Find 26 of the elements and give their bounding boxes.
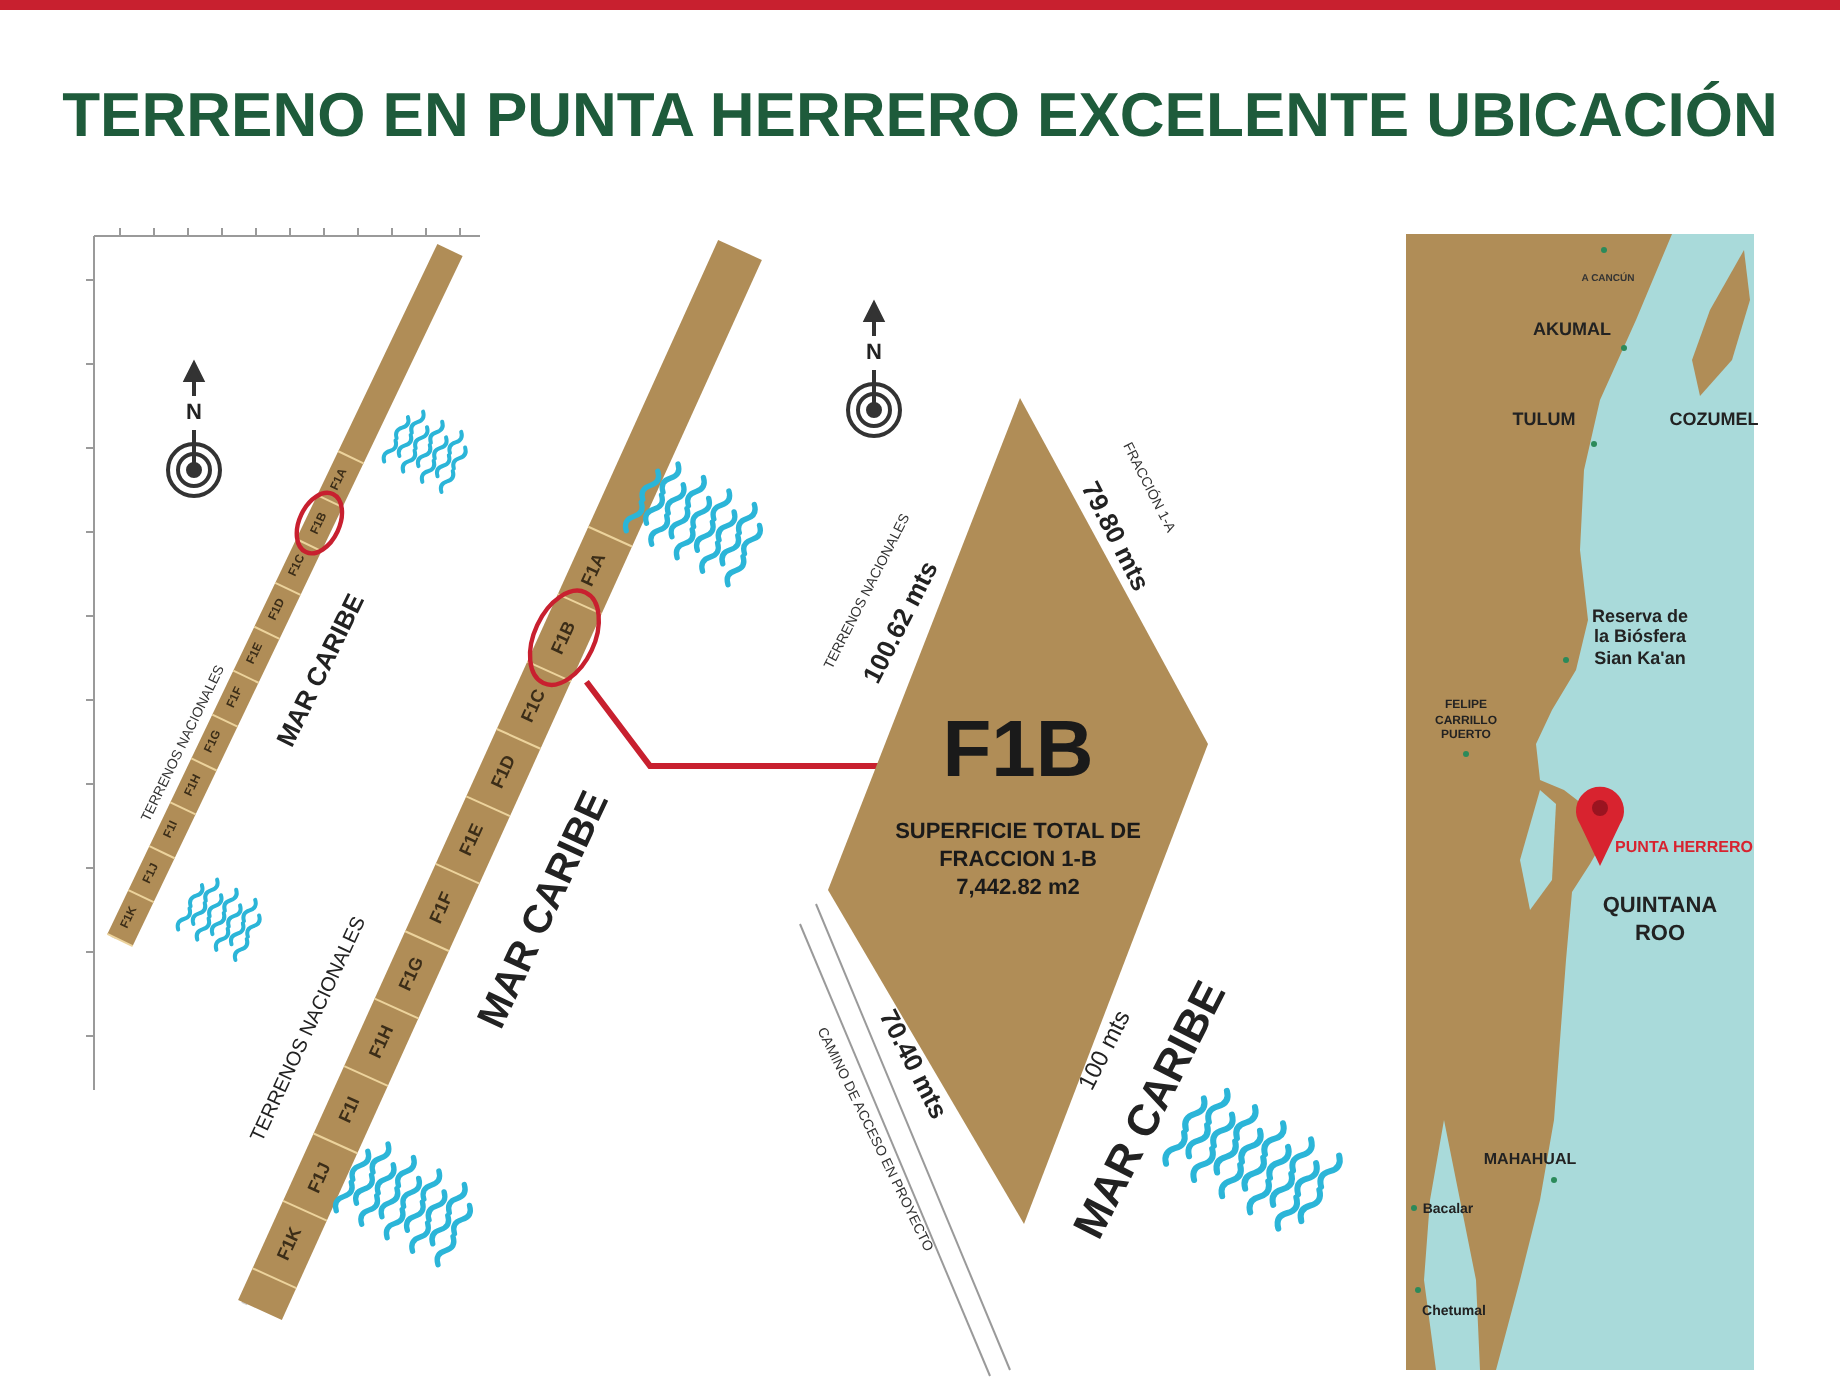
place-label: AKUMAL bbox=[1533, 321, 1611, 339]
compass-letter: N bbox=[866, 343, 882, 365]
lot-label: F1F bbox=[427, 889, 458, 926]
area-text: SUPERFICIE TOTAL DE FRACCION 1-B bbox=[893, 818, 1143, 876]
lot-title: F1B bbox=[940, 704, 1096, 798]
lot-label: F1H bbox=[366, 1023, 397, 1062]
lot-label: F1E bbox=[457, 821, 488, 859]
lot-label: F1J bbox=[305, 1159, 335, 1195]
leader-line bbox=[584, 679, 878, 769]
place-label: QUINTANA ROO bbox=[1600, 894, 1720, 948]
lot-label: F1I bbox=[337, 1094, 365, 1126]
lot-label: F1K bbox=[274, 1225, 305, 1264]
lot-label: F1G bbox=[396, 955, 428, 995]
title: TERRENO EN PUNTA HERRERO EXCELENTE UBICACIÓN bbox=[60, 80, 1780, 152]
lot-label: F1B bbox=[549, 618, 580, 657]
place-label: TULUM bbox=[1512, 411, 1576, 429]
lot-label: F1D bbox=[488, 753, 519, 792]
lot-label: F1A bbox=[579, 551, 611, 590]
area-value: 7,442.82 m2 bbox=[954, 874, 1082, 903]
compass-letter: N bbox=[186, 403, 202, 425]
lot-label: F1C bbox=[518, 685, 550, 725]
place-label: PUNTA HERRERO bbox=[1615, 840, 1753, 856]
dimension-label: 70.40 mts bbox=[875, 1005, 953, 1123]
place-label: COZUMEL bbox=[1669, 411, 1759, 429]
dimension-label: 100 mts bbox=[1073, 1006, 1135, 1094]
place-label: Reserva de la Biósfera Sian Ka'an bbox=[1590, 605, 1690, 670]
